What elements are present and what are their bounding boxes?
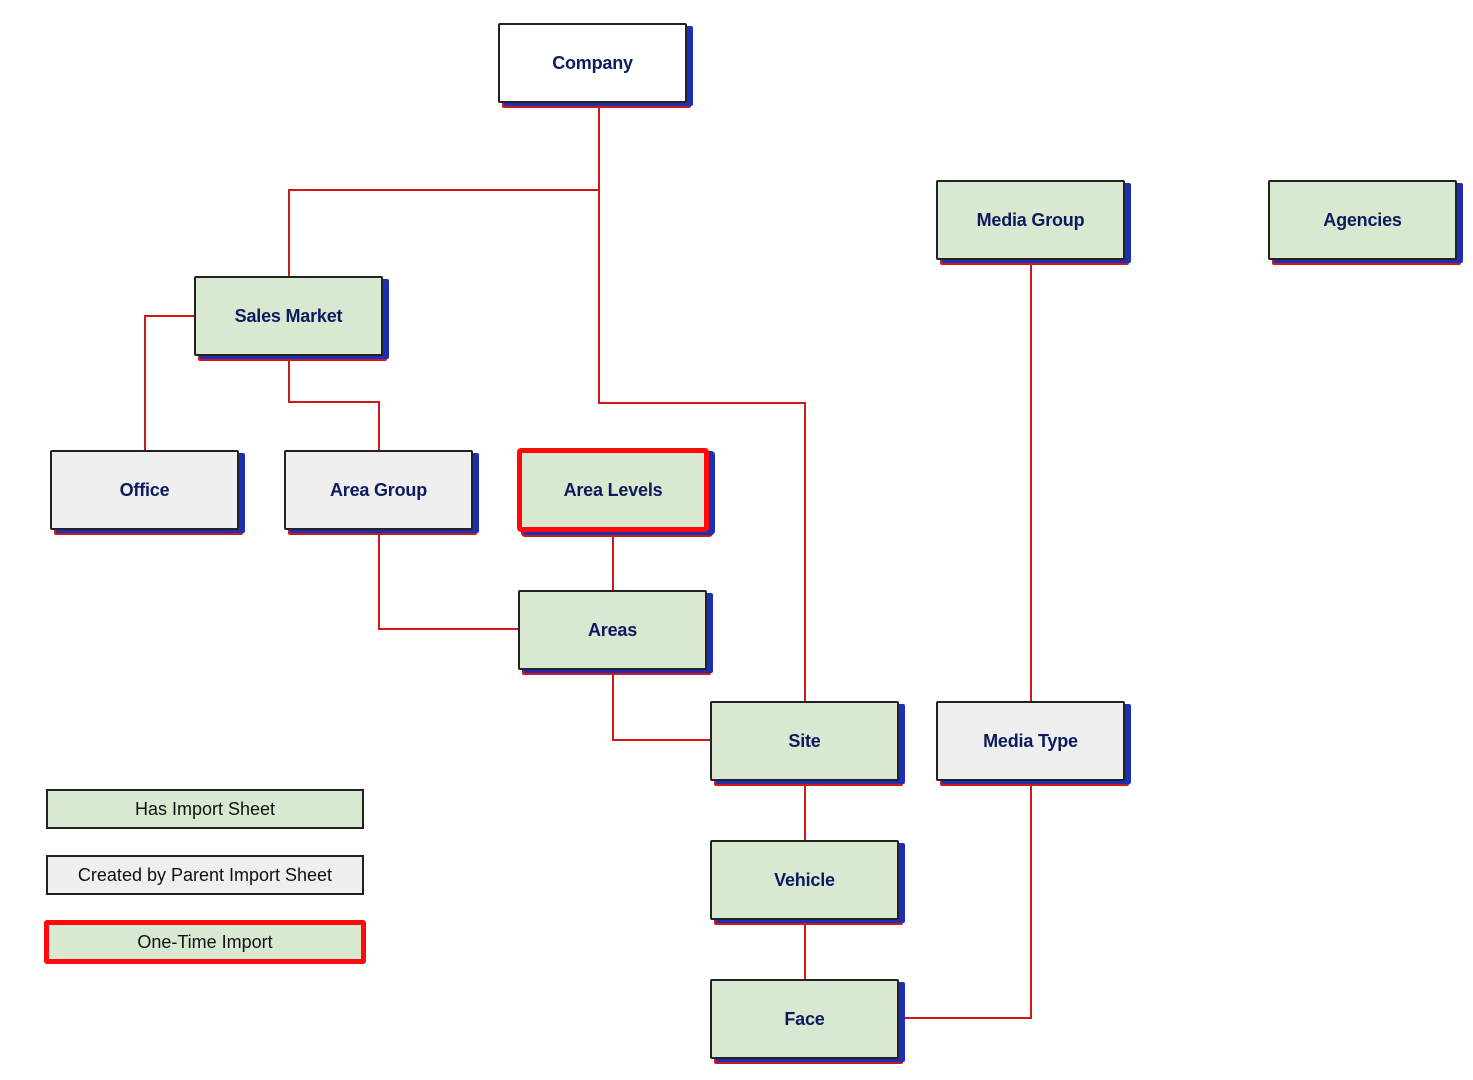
edge-sales-market-office [144,315,194,451]
node-label: Office [119,479,170,500]
node-label: Area Levels [563,479,663,500]
node-label: Vehicle [774,869,835,890]
node-company: Company [498,23,687,103]
node-agencies: Agencies [1268,180,1457,260]
node-label: Company [552,52,633,73]
node-office: Office [50,450,239,530]
node-areas: Areas [518,590,707,670]
node-area-group: Area Group [284,450,473,530]
node-media-group: Media Group [936,180,1125,260]
edge-company-site [598,190,806,702]
node-label: Agencies [1323,209,1402,230]
node-label: Face [784,1008,825,1029]
node-label: Area Group [329,479,428,500]
node-area-levels: Area Levels [517,448,709,532]
node-vehicle: Vehicle [710,840,899,920]
node-label: Sales Market [234,305,343,326]
legend-has-import-sheet: Has Import Sheet [46,789,364,829]
legend-label: Has Import Sheet [134,798,276,819]
edge-company-sales-market [288,103,600,276]
node-face: Face [710,979,899,1059]
node-label: Site [788,730,821,751]
legend-label: Created by Parent Import Sheet [77,864,333,885]
legend-one-time-import: One-Time Import [44,920,366,964]
edge-area-group-areas [378,530,519,630]
node-label: Media Group [976,209,1085,230]
legend-label: One-Time Import [137,931,273,952]
edge-sales-market-area-group [288,355,380,451]
node-site: Site [710,701,899,781]
node-sales-market: Sales Market [194,276,383,356]
edge-areas-site [612,669,711,741]
edge-media-type-face [899,780,1032,1019]
node-label: Media Type [983,730,1078,751]
node-media-type: Media Type [936,701,1125,781]
node-label: Areas [587,619,638,640]
legend-created-by-parent: Created by Parent Import Sheet [46,855,364,895]
